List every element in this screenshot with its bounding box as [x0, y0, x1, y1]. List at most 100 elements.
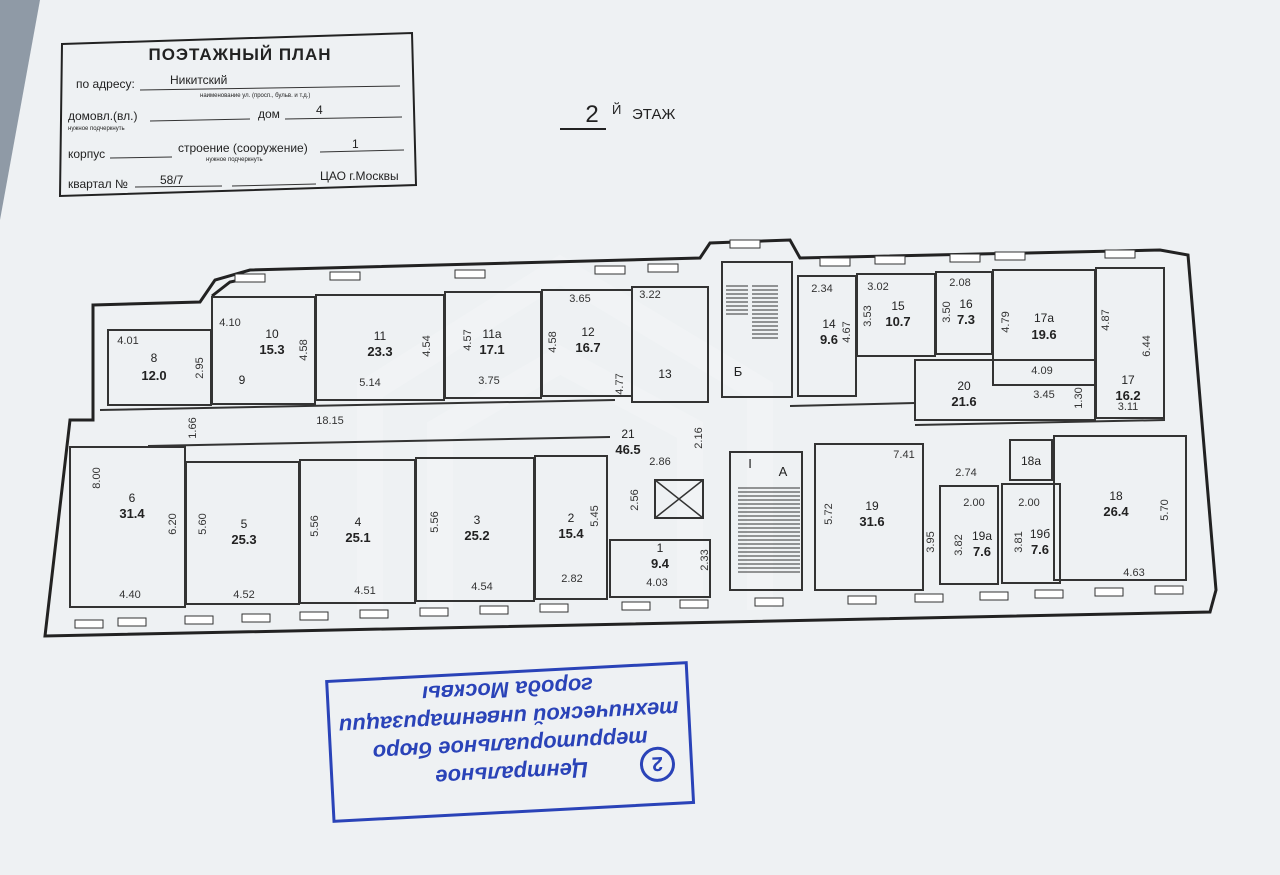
room-id: 3: [474, 513, 481, 527]
dimension-label: 6.20: [167, 513, 179, 534]
room-area: 23.3: [367, 344, 392, 359]
window: [184, 615, 214, 625]
stamp-badge: [639, 746, 675, 782]
dimension-label: 2.33: [699, 549, 711, 570]
room-area: 15.4: [558, 526, 584, 541]
stair-mark: I: [748, 456, 752, 471]
window: [729, 239, 761, 249]
dimension-label: 2.56: [629, 489, 641, 510]
room-area: 16.2: [1115, 388, 1140, 403]
room-id: 17а: [1034, 311, 1054, 325]
dimension-label: 4.58: [298, 339, 310, 360]
room-id: 15: [891, 299, 905, 313]
dimension-label: 5.60: [197, 513, 209, 534]
stair-b-label: Б: [734, 364, 743, 379]
dimension-label: 4.63: [1123, 567, 1144, 579]
dimension-label: 3.11: [1118, 401, 1139, 413]
room-id: 1: [657, 541, 664, 555]
dom-label: дом: [258, 107, 280, 121]
dimension-label: 3.02: [867, 281, 888, 293]
window: [979, 591, 1009, 601]
room-id: 19а: [972, 529, 992, 543]
dimension-labels: 4.01 2.95 4.10 4.58 4.54 5.14 4.57 3.75 …: [91, 277, 1171, 601]
room-walls: [69, 261, 1187, 608]
window: [1154, 585, 1184, 595]
address-hint: наименование ул. (просп., бульв. и т.д.): [200, 93, 310, 99]
dimension-label: 1.66: [187, 417, 199, 438]
address-label: по адресу:: [76, 77, 135, 91]
stair-a: [738, 487, 800, 573]
window: [594, 265, 626, 275]
header-title: ПОЭТАЖНЫЙ ПЛАН: [148, 45, 331, 64]
room-area: 12.0: [141, 368, 166, 383]
room-id: 10: [265, 327, 279, 341]
dimension-label: 2.00: [963, 497, 984, 509]
domovl-label: домовл.(вл.): [68, 109, 137, 123]
window: [117, 617, 147, 627]
dimension-label: 3.65: [569, 293, 590, 305]
dom-value: 4: [316, 103, 323, 117]
floor-label: 2 Й ЭТАЖ: [560, 101, 675, 130]
room-id: 13: [658, 367, 672, 381]
dimension-label: 3.95: [925, 531, 937, 552]
address-value: Никитский: [170, 73, 227, 87]
dimension-label: 3.53: [862, 305, 874, 326]
room-area: 7.6: [973, 544, 991, 559]
floor-word: ЭТАЖ: [632, 106, 675, 123]
dimension-label: 5.14: [359, 377, 380, 389]
window: [329, 271, 361, 281]
room-id: 17: [1121, 373, 1135, 387]
room-id: 12: [581, 325, 595, 339]
room-id: 21: [621, 427, 635, 441]
dimension-label: 4.58: [547, 331, 559, 352]
dimension-label: 4.77: [614, 373, 626, 394]
room-id: 18а: [1021, 454, 1041, 468]
windows: [74, 239, 1184, 629]
room-area: 9.4: [651, 556, 670, 571]
room-id: 9: [239, 373, 246, 387]
room-area: 15.3: [259, 342, 284, 357]
dimension-label: 4.40: [119, 589, 140, 601]
window: [299, 611, 329, 621]
room-id: 11: [374, 329, 387, 343]
room-id: 6: [129, 491, 136, 505]
window: [359, 609, 389, 619]
room-area: 31.6: [859, 514, 884, 529]
room-area: 46.5: [615, 442, 640, 457]
header-box: ПОЭТАЖНЫЙ ПЛАН по адресу: Никитский наим…: [58, 31, 418, 198]
room-area: 26.4: [1103, 504, 1129, 519]
dimension-label: 2.86: [649, 456, 670, 468]
window: [1104, 249, 1136, 259]
dimension-label: 4.51: [354, 585, 375, 597]
window: [74, 619, 104, 629]
window: [949, 253, 981, 263]
dimension-label: 4.67: [841, 321, 853, 342]
dimension-label: 6.44: [1141, 335, 1153, 356]
dimension-label: 2.00: [1018, 497, 1039, 509]
stair-a-label: А: [779, 464, 788, 479]
stair-b: [726, 285, 778, 339]
dimension-label: 2.16: [693, 427, 705, 448]
window: [819, 257, 851, 267]
dimension-label: 2.82: [561, 573, 582, 585]
room-id: 19б: [1030, 527, 1050, 541]
dimension-label: 4.57: [462, 329, 474, 350]
room-area: 9.6: [820, 332, 838, 347]
room-area: 7.6: [1031, 542, 1049, 557]
window: [647, 263, 679, 273]
dimension-label: 7.41: [893, 449, 914, 461]
dimension-label: 3.81: [1013, 531, 1025, 552]
window: [754, 597, 784, 607]
window: [234, 273, 266, 283]
window: [1034, 589, 1064, 599]
dimension-label: 5.70: [1159, 499, 1171, 520]
dimension-label: 4.52: [233, 589, 254, 601]
room-id: 16: [959, 297, 973, 311]
room-area: 7.3: [957, 312, 975, 327]
stroenie-label: строение (сооружение): [178, 141, 308, 155]
window: [621, 601, 651, 611]
dimension-label: 4.09: [1031, 365, 1052, 377]
room-area: 31.4: [119, 506, 145, 521]
dimension-label: 2.34: [811, 283, 832, 295]
